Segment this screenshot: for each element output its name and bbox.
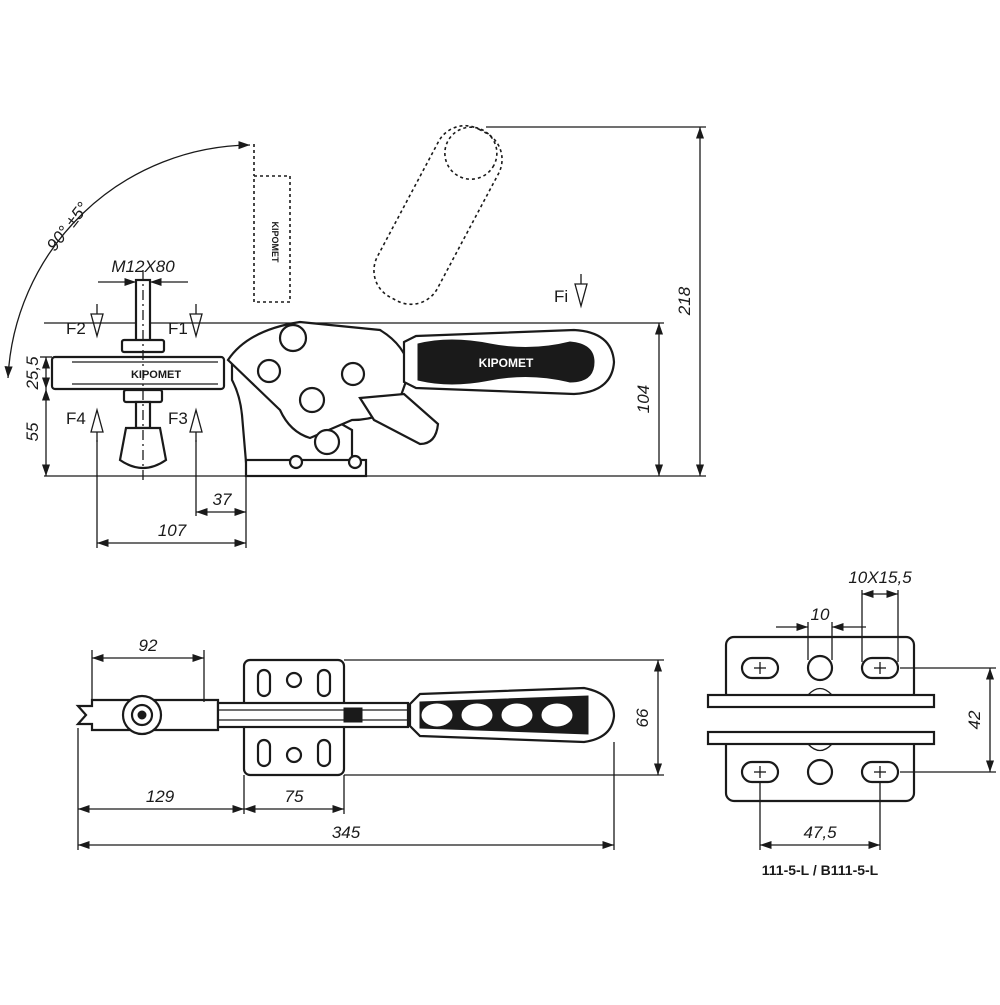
dim-107-label: 107 — [158, 521, 187, 540]
dim-92-label: 92 — [139, 636, 158, 655]
dim-66-label: 66 — [633, 708, 652, 727]
dim-75-label: 75 — [285, 787, 304, 806]
dim-129-label: 129 — [146, 787, 175, 806]
dim-25-5-label: 25,5 — [23, 356, 42, 391]
side-view: 90° ±5° KIPOMET KIPOMET — [4, 124, 706, 548]
dim-37-label: 37 — [213, 490, 232, 509]
force-f3: F3 — [168, 409, 188, 428]
bar-brand: KIPOMET — [131, 369, 181, 381]
svg-text:KIPOMET: KIPOMET — [270, 221, 280, 263]
force-f2: F2 — [66, 319, 86, 338]
base-rail-lower — [706, 730, 936, 746]
angle-label: 90° ±5° — [43, 199, 93, 255]
clamp-base-foot — [244, 458, 368, 478]
swing-arc — [4, 141, 251, 379]
spindle-pad — [118, 426, 168, 470]
release-lever — [358, 392, 440, 446]
dim-104-label: 104 — [634, 385, 653, 413]
open-arm-outline — [253, 175, 291, 303]
dim-55-label: 55 — [23, 422, 42, 441]
dim-218-label: 218 — [675, 286, 694, 316]
force-f4: F4 — [66, 409, 86, 428]
top-linkage — [216, 701, 410, 729]
thread-label: M12X80 — [111, 257, 175, 276]
open-handle-outline — [373, 124, 503, 306]
handle-brand: KIPOMET — [479, 356, 534, 370]
dim-42-label: 42 — [965, 710, 984, 729]
dim-10x15-5-label: 10X15,5 — [848, 568, 912, 587]
dim-10-label: 10 — [811, 605, 830, 624]
force-fi: Fi — [554, 287, 568, 306]
top-view: 92 66 129 75 345 — [75, 636, 664, 850]
force-f1: F1 — [168, 319, 188, 338]
handle-grip — [417, 339, 595, 385]
base-view: 10X15,5 10 42 47,5 111-5-L / B111-5-L — [706, 568, 996, 878]
base-rail-upper — [706, 693, 936, 709]
dim-47-5-label: 47,5 — [803, 823, 837, 842]
model-caption: 111-5-L / B111-5-L — [762, 862, 879, 878]
open-arm-brand: KIPOMET — [270, 221, 280, 263]
dim-345-label: 345 — [332, 823, 361, 842]
